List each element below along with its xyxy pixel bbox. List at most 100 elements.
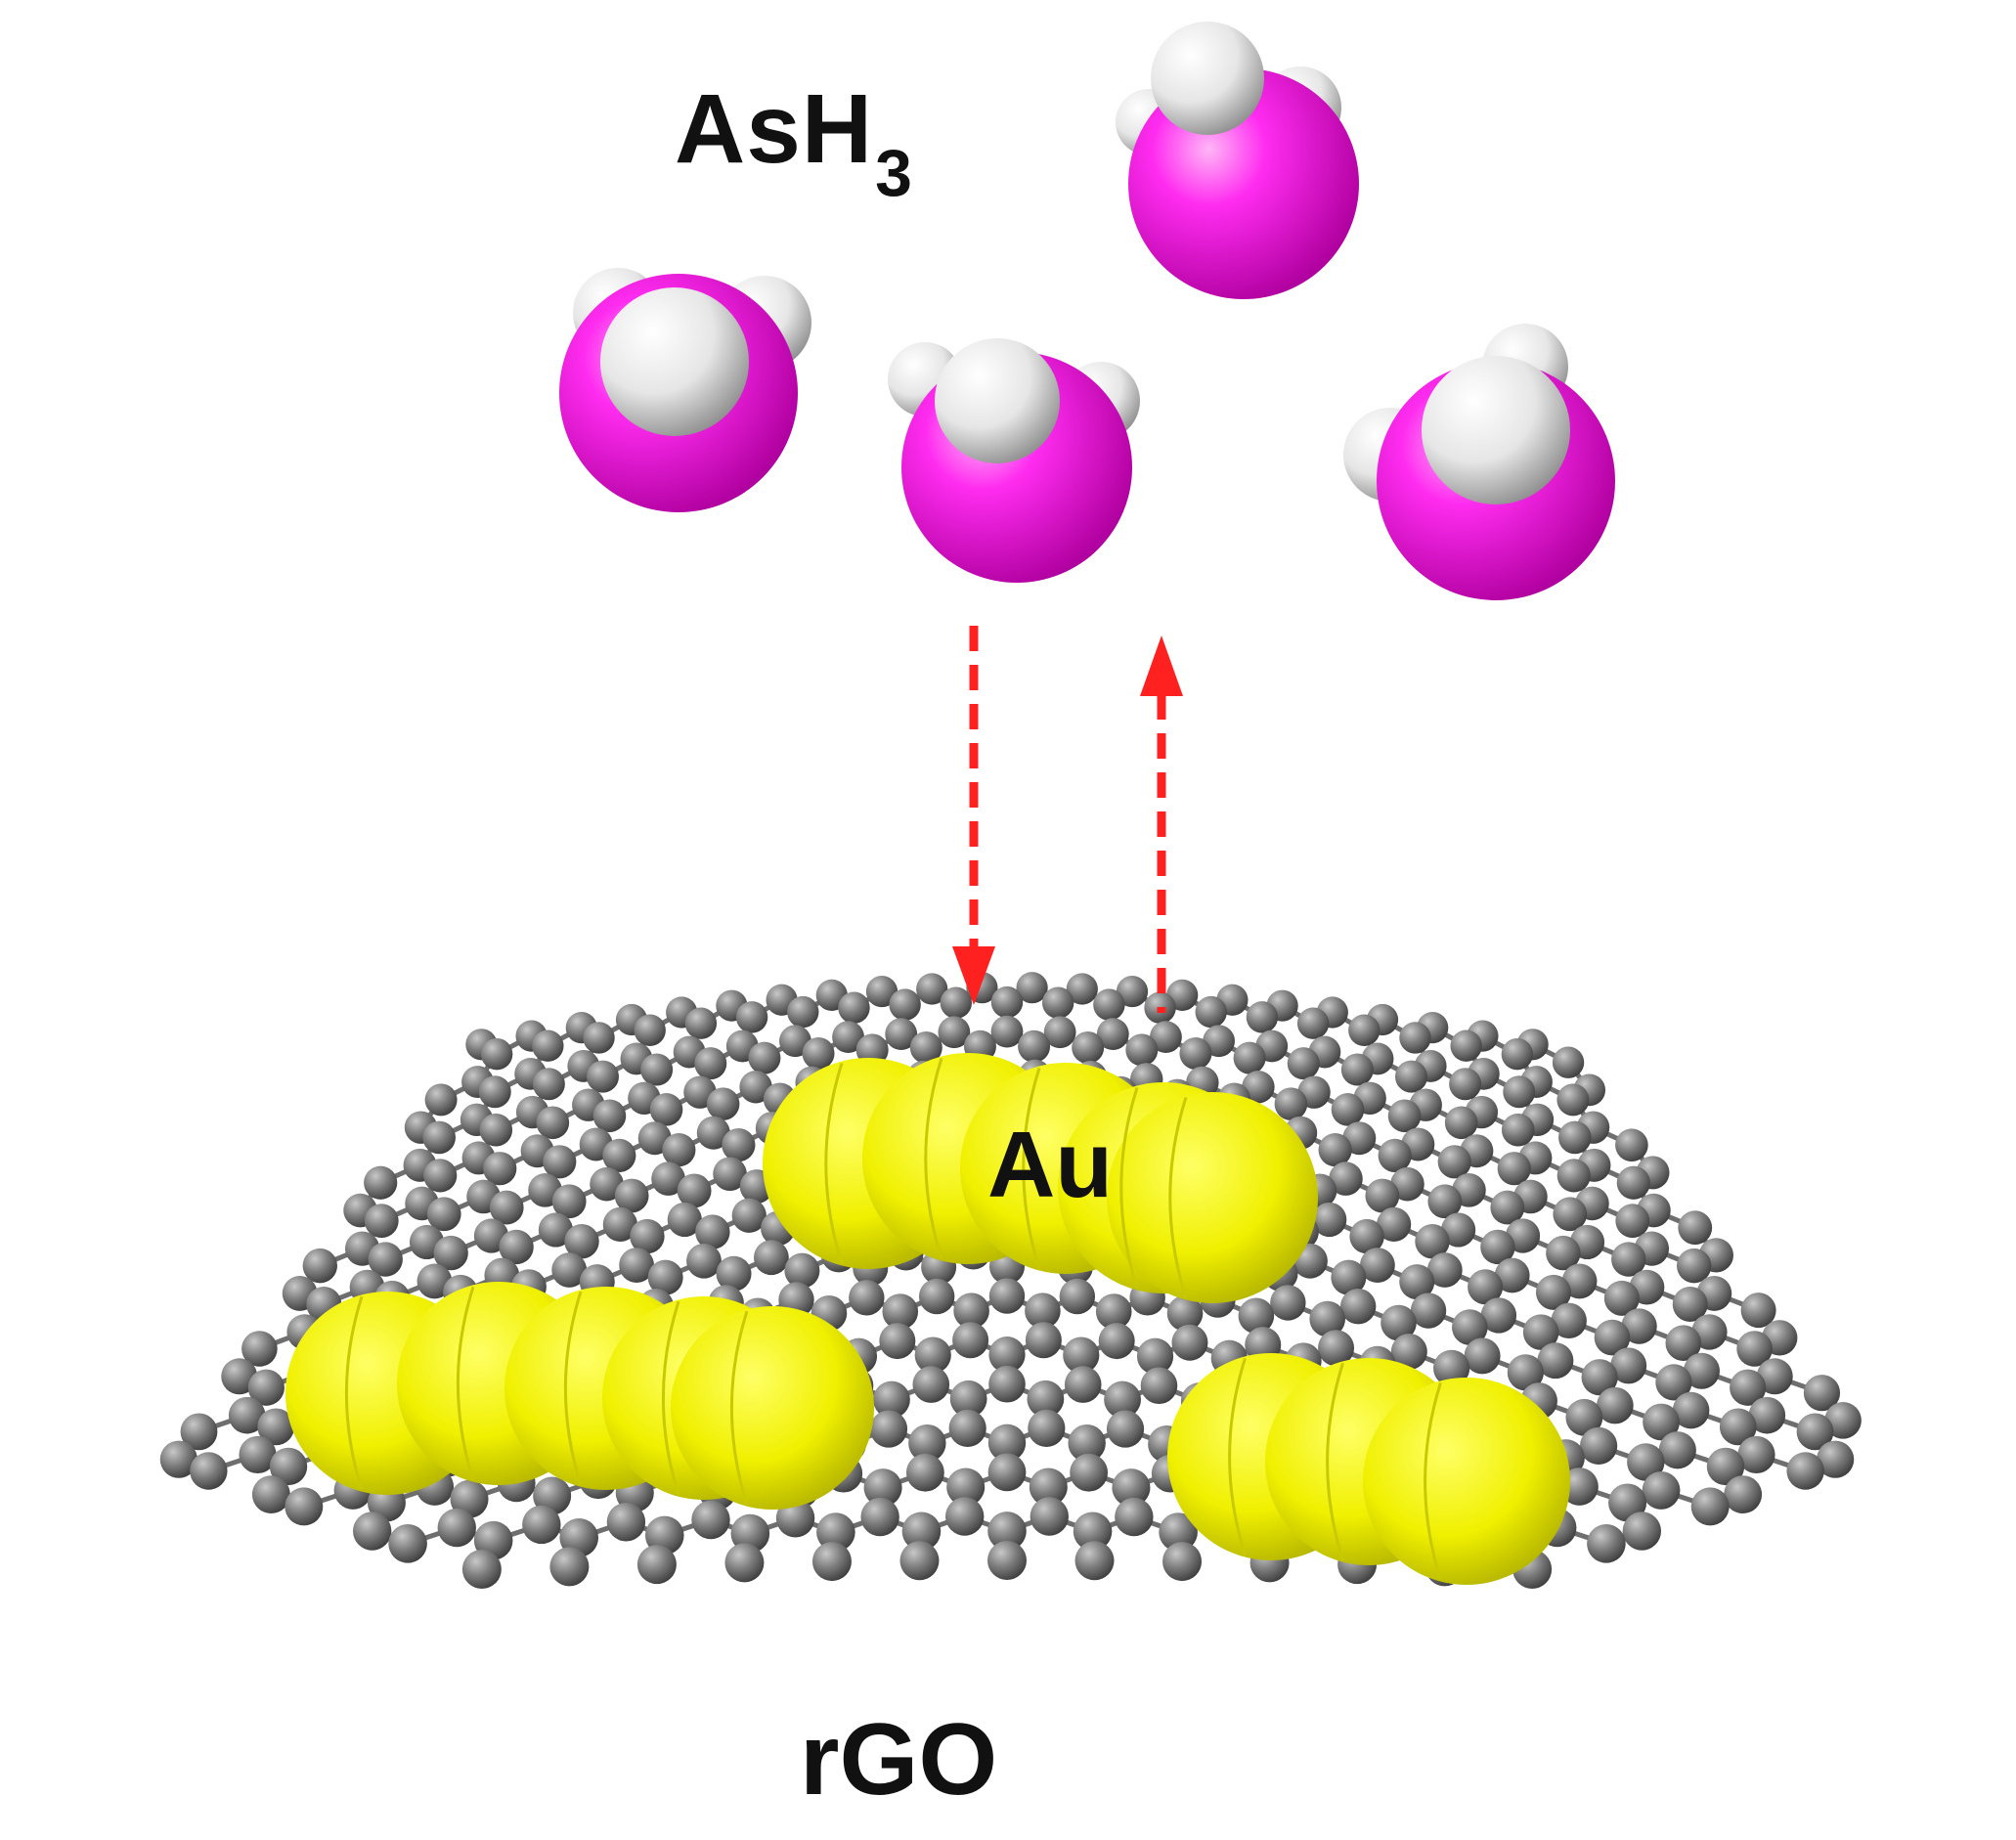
carbon-atom (257, 1408, 295, 1446)
carbon-atom (159, 1440, 197, 1478)
carbon-atom (1312, 1202, 1347, 1238)
carbon-atom (241, 1331, 278, 1367)
carbon-atom (1817, 1440, 1855, 1478)
carbon-atom (269, 1447, 308, 1486)
carbon-atom (1041, 986, 1074, 1019)
carbon-atom (1112, 1468, 1151, 1508)
carbon-atom (1824, 1402, 1862, 1439)
carbon-atom (1546, 1235, 1581, 1271)
gold-atom-edge (1022, 1067, 1041, 1270)
gold-nanoparticles (285, 1053, 1570, 1585)
arsine-molecules (559, 22, 1615, 600)
carbon-atom (918, 1278, 955, 1315)
carbon-atom (1390, 1334, 1427, 1371)
carbon-atom (938, 1016, 971, 1049)
carbon-atom (716, 1255, 752, 1292)
carbon-atom (364, 1165, 398, 1200)
carbon-atom (1616, 1165, 1650, 1200)
gold-rod-center (763, 1053, 1318, 1303)
carbon-atom (228, 1396, 266, 1434)
carbon-atom (1016, 972, 1048, 1004)
carbon-atom (1503, 1075, 1536, 1109)
carbon-atom (461, 1550, 502, 1590)
ash3-molecule-right (1343, 324, 1615, 600)
carbon-atom (1359, 1248, 1395, 1283)
carbon-atom (787, 995, 819, 1029)
carbon-atom (1140, 1367, 1178, 1405)
carbon-atom (1655, 1364, 1692, 1401)
carbon-atom (1159, 1512, 1198, 1552)
carbon-atom (713, 1157, 747, 1192)
carbon-atom (433, 1235, 468, 1271)
arrow-up-icon (1140, 635, 1183, 1013)
carbon-atom (940, 986, 973, 1019)
carbon-atom (1501, 1037, 1534, 1071)
carbon-atom (1030, 1497, 1069, 1536)
carbon-atom (1331, 1259, 1367, 1295)
carbon-atom (953, 1292, 989, 1329)
carbon-atom (695, 1214, 730, 1249)
carbon-atom (1690, 1487, 1730, 1526)
carbon-atom (1238, 1297, 1275, 1335)
gold-atom-edge (1424, 1381, 1442, 1581)
carbon-atom (522, 1505, 561, 1545)
carbon-atom (602, 1138, 636, 1172)
carbon-atom (1025, 1292, 1061, 1329)
carbon-atom (1116, 975, 1149, 1008)
carbon-atom (1433, 1349, 1470, 1386)
carbon-atom (630, 1218, 665, 1254)
gold-atom-edge (1326, 1362, 1344, 1561)
carbon-atom (667, 1202, 702, 1238)
carbon-atom (1166, 1294, 1204, 1332)
carbon-atom (1468, 1269, 1504, 1305)
carbon-atom (1426, 1252, 1463, 1288)
carbon-atom (882, 1293, 919, 1330)
carbon-atom (914, 1336, 951, 1374)
carbon-atom (1093, 988, 1125, 1021)
carbon-atom (1678, 1210, 1713, 1246)
carbon-atom (1296, 1007, 1330, 1039)
carbon-atom (849, 1280, 885, 1316)
ash3-molecule-left (559, 268, 811, 512)
carbon-atom (869, 1410, 908, 1448)
carbon-atom (1672, 1391, 1710, 1429)
carbon-atom (748, 1041, 781, 1074)
gold-atom (1107, 1092, 1318, 1303)
carbon-atom (731, 1198, 767, 1233)
carbon-atom (1556, 1159, 1591, 1193)
carbon-atom (1331, 1093, 1365, 1126)
carbon-atom (873, 1380, 910, 1419)
carbon-atom (865, 975, 898, 1008)
carbon-atom (1410, 1292, 1447, 1329)
carbon-atom (1066, 973, 1098, 1005)
carbon-atom (1096, 1018, 1129, 1050)
carbon-atom (1399, 1264, 1435, 1300)
carbon-atom (1246, 1001, 1279, 1033)
carbon-atom (1098, 1323, 1135, 1360)
carbon-atom (987, 1541, 1027, 1580)
carbon-atom (987, 1453, 1027, 1492)
carbon-atom (1387, 1099, 1422, 1133)
carbon-atom (1665, 1325, 1702, 1362)
gold-rod-right (1167, 1353, 1570, 1585)
carbon-atom (706, 1087, 740, 1120)
carbon-atom (1558, 1120, 1592, 1155)
carbon-atom (422, 1120, 456, 1155)
carbon-atom (990, 1015, 1024, 1048)
carbon-atom (388, 1524, 427, 1563)
carbon-atom (551, 1252, 588, 1288)
arrow-down-icon (952, 626, 995, 1005)
carbon-atom (499, 1229, 534, 1265)
carbon-atom (753, 1240, 789, 1276)
carbon-atom (691, 1500, 730, 1540)
carbon-atom (1449, 1068, 1482, 1101)
carbon-atom (364, 1204, 399, 1239)
carbon-atom (1287, 1047, 1320, 1080)
gold-atom-edge (1168, 1096, 1188, 1299)
carbon-atom (614, 1178, 649, 1213)
carbon-atom (1095, 1293, 1132, 1330)
ash3-label-subscript: 3 (875, 136, 913, 210)
carbon-atom (1552, 1046, 1585, 1078)
gold-atom-edge (824, 1062, 844, 1265)
carbon-atom (905, 1453, 944, 1492)
